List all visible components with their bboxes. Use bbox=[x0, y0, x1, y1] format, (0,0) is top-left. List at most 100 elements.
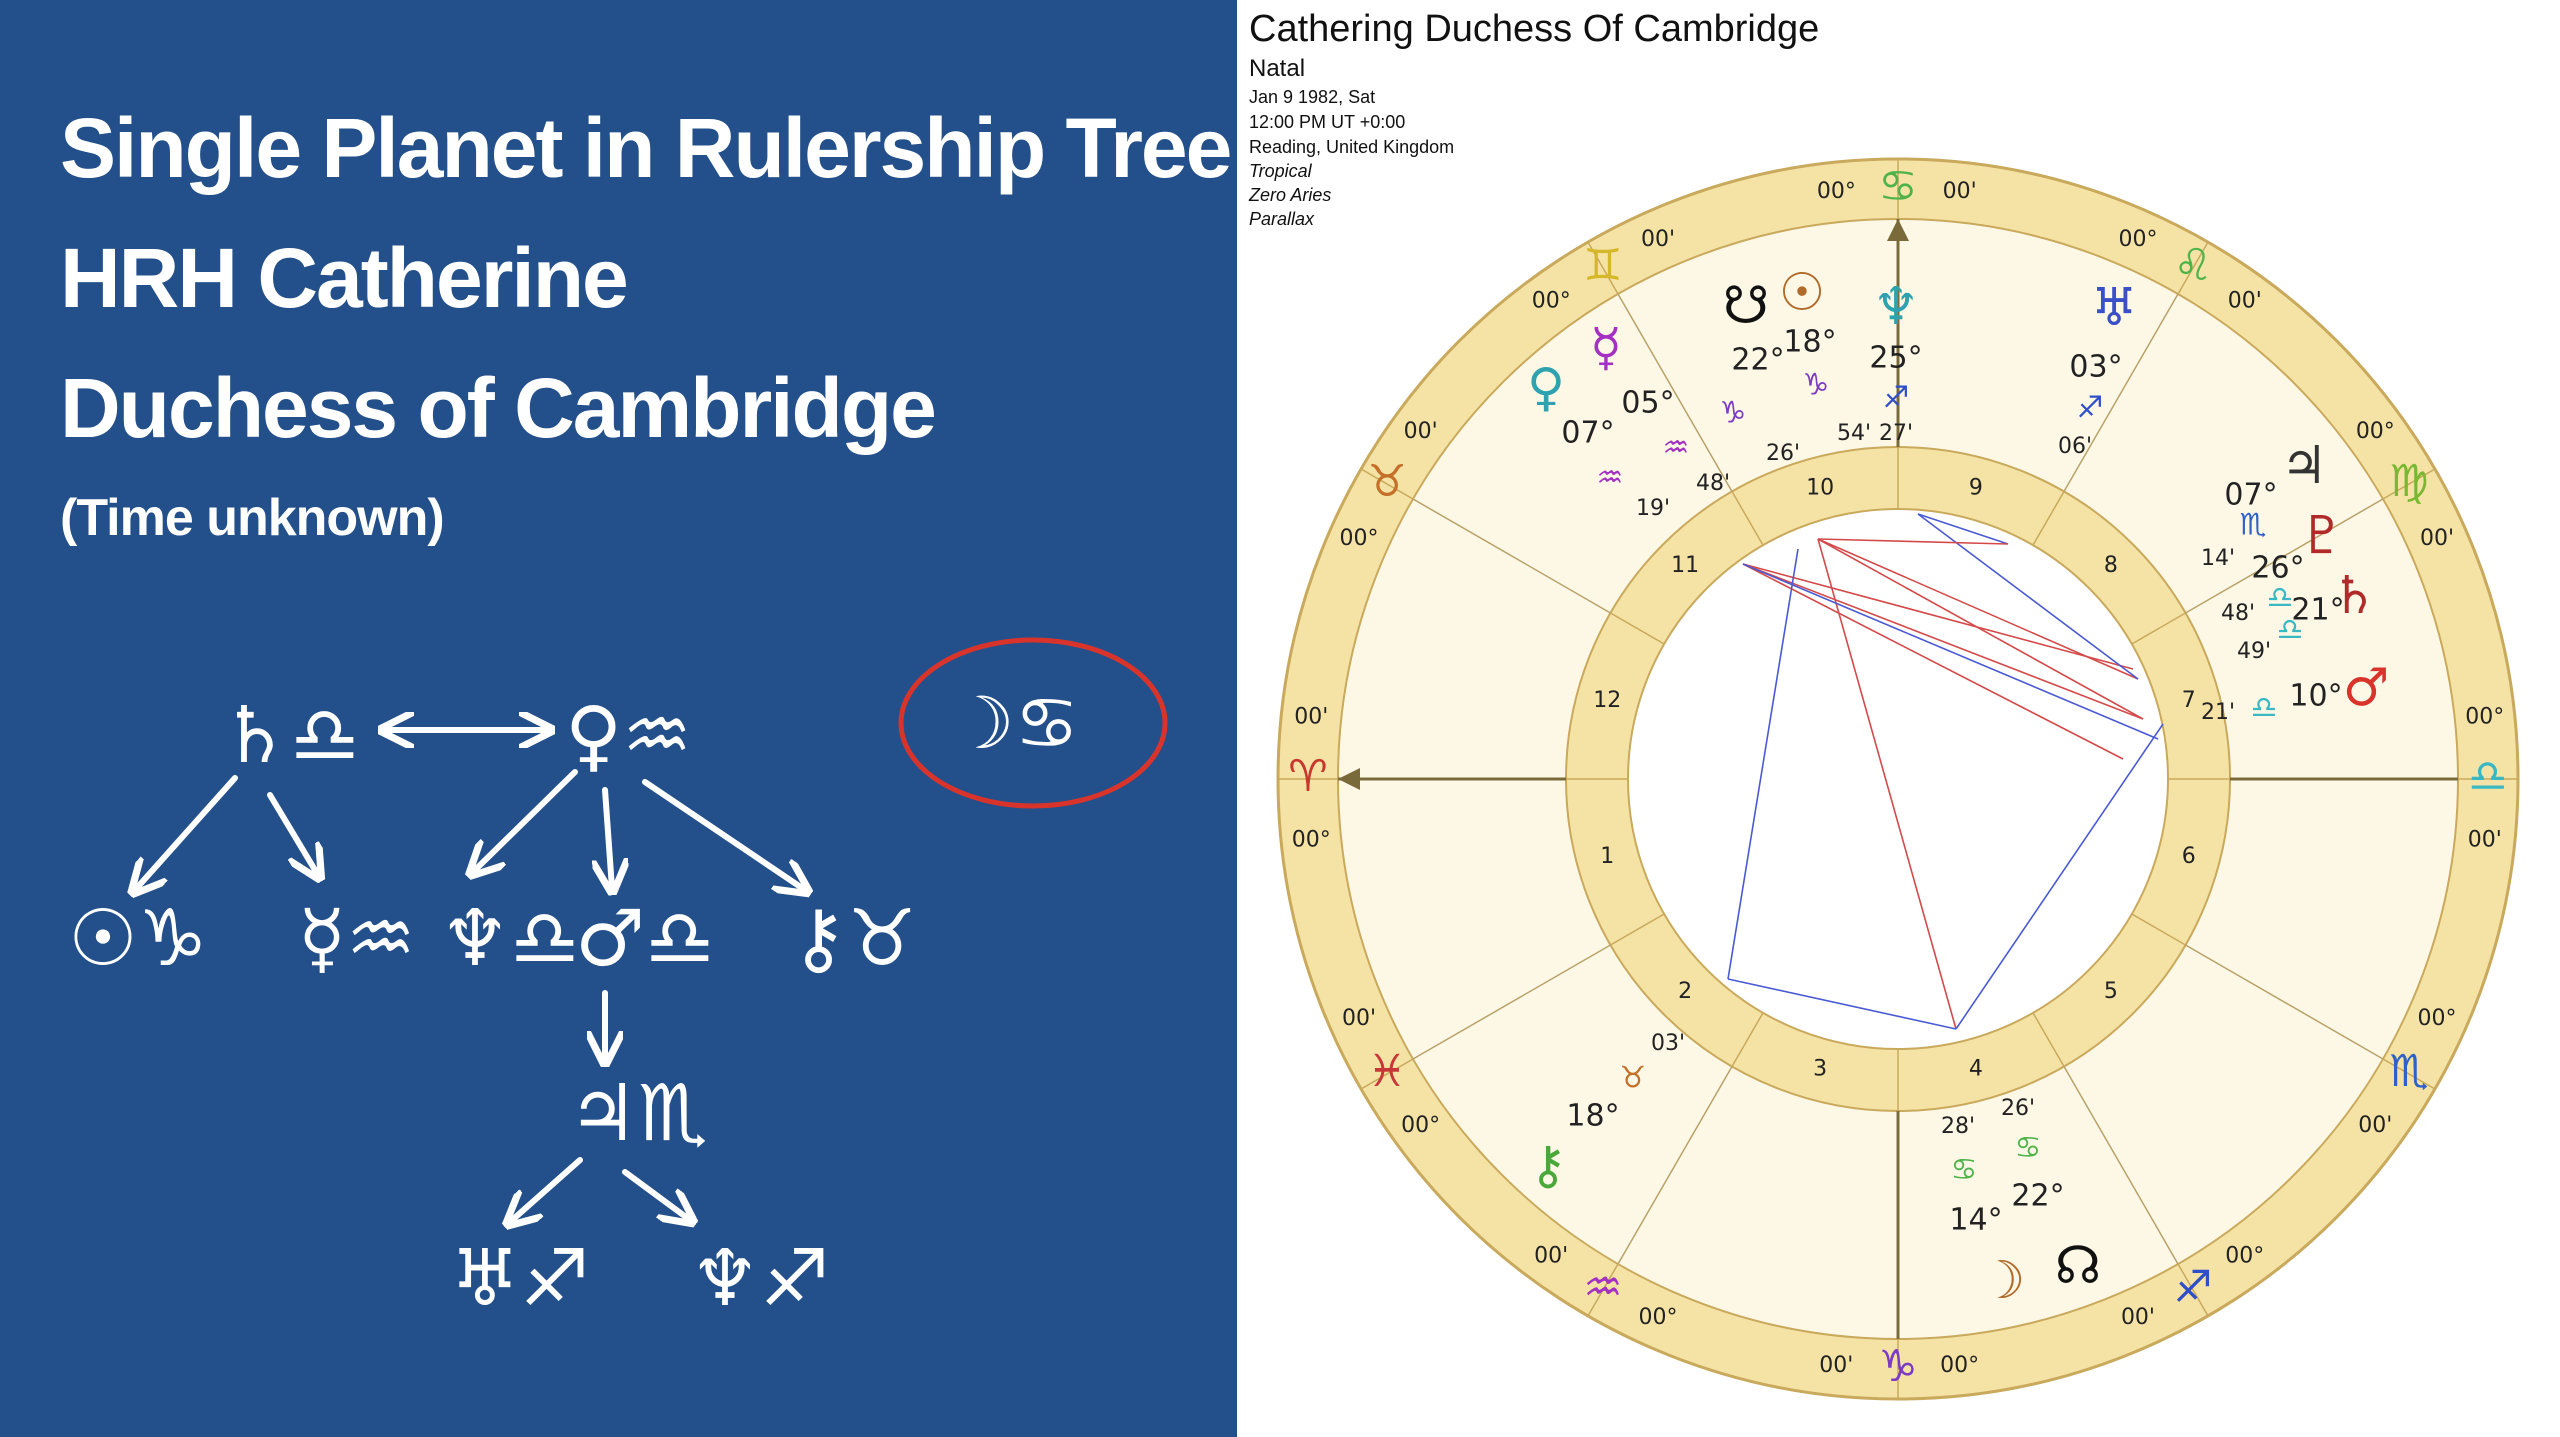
planet-degree-label: 22° bbox=[1731, 343, 1784, 378]
planet-degree-label: 18° bbox=[1566, 1099, 1619, 1134]
house-number-label: 4 bbox=[1969, 1057, 1983, 1082]
chart-zodiac: Tropical bbox=[1249, 161, 1312, 181]
arrow-venus-mars bbox=[605, 787, 612, 888]
planet-uranus-icon: ♅ bbox=[2091, 278, 2138, 338]
chart-place: Reading, United Kingdom bbox=[1249, 137, 1455, 157]
planet-jupiter-icon: ♃ bbox=[2281, 436, 2328, 496]
sign-degree-label: 00° bbox=[1532, 289, 1571, 314]
house-cusp-line bbox=[2185, 944, 2384, 1060]
sign-glyph-icon: ♋ bbox=[1878, 161, 1917, 212]
aspect-line bbox=[1742, 563, 2134, 670]
sign-boundary-line bbox=[1360, 1058, 1414, 1090]
aspect-line bbox=[1742, 563, 2144, 720]
sign-glyph-icon: ♊ bbox=[1583, 240, 1622, 291]
tree-node-chiron: ⚷♉ bbox=[790, 894, 917, 984]
sign-minute-label: 00' bbox=[1943, 179, 1977, 204]
planet-sign-icon: ♒ bbox=[1597, 461, 1624, 496]
planet-degree-label: 07° bbox=[2224, 478, 2277, 513]
house-cusp-line bbox=[1412, 944, 1611, 1060]
planet-degree-label: 26° bbox=[2251, 551, 2304, 586]
chart-type: Natal bbox=[1249, 55, 1306, 82]
sign-glyph-icon: ♓ bbox=[1367, 1046, 1406, 1097]
house-cusp-line bbox=[2063, 293, 2179, 492]
planet-north-node-icon: ☊ bbox=[2055, 1236, 2101, 1296]
sign-glyph-icon: ♒ bbox=[1583, 1262, 1622, 1313]
sign-boundary-line bbox=[2382, 1058, 2436, 1090]
planet-minute-label: 26' bbox=[1766, 441, 1800, 466]
house-number-label: 11 bbox=[1671, 553, 1699, 578]
sign-degree-label: 00° bbox=[2465, 704, 2504, 729]
midheaven-arrow-icon bbox=[1887, 219, 1909, 241]
sign-glyph-icon: ♈ bbox=[1288, 751, 1327, 802]
arrow-saturn-sun bbox=[135, 775, 238, 890]
planet-degree-label: 21° bbox=[2291, 593, 2344, 628]
sign-minute-label: 00' bbox=[2121, 1305, 2155, 1330]
sign-boundary-line bbox=[2177, 241, 2209, 295]
house-number-label: 1 bbox=[1600, 844, 1614, 869]
house-number-label: 9 bbox=[1969, 475, 1983, 500]
planet-degree-label: 10° bbox=[2289, 679, 2342, 714]
tree-node-jupiter: ♃♏ bbox=[568, 1069, 708, 1159]
sign-minute-label: 00' bbox=[1641, 227, 1675, 252]
chart-parallax: Parallax bbox=[1249, 209, 1315, 229]
sign-minute-label: 00' bbox=[1819, 1353, 1853, 1378]
planet-degree-label: 07° bbox=[1561, 416, 1614, 451]
aspect-line bbox=[1817, 538, 2144, 720]
sign-degree-label: 00° bbox=[2417, 1006, 2456, 1031]
sign-glyph-icon: ♍ bbox=[2389, 456, 2428, 507]
planet-minute-label: 14' bbox=[2201, 546, 2235, 571]
house-number-label: 5 bbox=[2104, 979, 2118, 1004]
natal-chart-wheel: ♈00°00'♉00°00'♊00°00'♋00°00'♌00°00'♍00°0… bbox=[1276, 157, 2520, 1401]
sign-degree-label: 00° bbox=[1292, 828, 1331, 853]
planet-south-node-icon: ☋ bbox=[1723, 276, 1769, 336]
sign-boundary-line bbox=[2382, 468, 2436, 500]
sign-minute-label: 00' bbox=[2468, 828, 2502, 853]
sign-degree-label: 00° bbox=[1340, 526, 1379, 551]
planet-sign-icon: ♋ bbox=[1951, 1153, 1978, 1188]
sign-boundary-line bbox=[1587, 241, 1619, 295]
aspect-line bbox=[1917, 513, 2139, 680]
aspect-line bbox=[1817, 538, 2139, 680]
house-ring-divider bbox=[2131, 913, 2186, 946]
sign-glyph-icon: ♎ bbox=[2468, 751, 2507, 802]
arrow-jupiter-uranus bbox=[510, 1157, 583, 1222]
sign-glyph-icon: ♐ bbox=[2173, 1262, 2212, 1313]
sign-minute-label: 00' bbox=[1342, 1006, 1376, 1031]
house-cusp-line bbox=[1412, 498, 1611, 614]
sign-degree-label: 00° bbox=[1940, 1353, 1979, 1378]
sign-degree-label: 00° bbox=[1639, 1305, 1678, 1330]
chart-time: 12:00 PM UT +0:00 bbox=[1249, 112, 1406, 132]
house-number-label: 6 bbox=[2182, 844, 2196, 869]
planet-mars-icon: ♂ bbox=[2343, 658, 2390, 718]
house-cusp-line bbox=[1617, 1066, 1733, 1265]
house-number-label: 7 bbox=[2182, 688, 2196, 713]
tree-node-sun: ☉♑ bbox=[68, 894, 208, 984]
house-number-label: 2 bbox=[1678, 979, 1692, 1004]
house-cusp-line bbox=[2063, 1066, 2179, 1265]
house-ring-divider bbox=[1610, 612, 1665, 645]
planet-degree-label: 03° bbox=[2069, 350, 2122, 385]
slide-subtitle: (Time unknown) bbox=[60, 489, 445, 547]
aspect-line bbox=[1742, 563, 2124, 760]
planet-degree-label: 05° bbox=[1621, 386, 1674, 421]
planet-pluto-icon: ♇ bbox=[2299, 506, 2346, 566]
aspect-circle bbox=[1627, 508, 2169, 1050]
planet-venus-icon: ♀ bbox=[1527, 358, 1565, 418]
planet-degree-label: 18° bbox=[1783, 325, 1836, 360]
sign-glyph-icon: ♏ bbox=[2389, 1046, 2428, 1097]
planet-saturn-icon: ♄ bbox=[2331, 566, 2378, 626]
planet-degree-label: 25° bbox=[1869, 341, 1922, 376]
highlight-circle bbox=[898, 637, 1168, 809]
house-number-label: 10 bbox=[1806, 475, 1834, 500]
planet-sun-icon: ☉ bbox=[1779, 263, 1826, 323]
tree-node-venus: ♀♒ bbox=[565, 691, 692, 781]
sign-degree-label: 00° bbox=[2118, 227, 2157, 252]
planet-sign-icon: ♐ bbox=[2077, 391, 2104, 426]
house-number-label: 8 bbox=[2104, 553, 2118, 578]
house-ring-divider bbox=[2032, 491, 2065, 546]
planet-degree-label: 14° bbox=[1949, 1203, 2002, 1238]
planet-minute-label: 28' bbox=[1941, 1114, 1975, 1139]
arrow-saturn-mercury bbox=[267, 792, 318, 875]
planet-minute-label: 06' bbox=[2058, 434, 2092, 459]
planet-sign-icon: ♏ bbox=[2240, 508, 2267, 543]
